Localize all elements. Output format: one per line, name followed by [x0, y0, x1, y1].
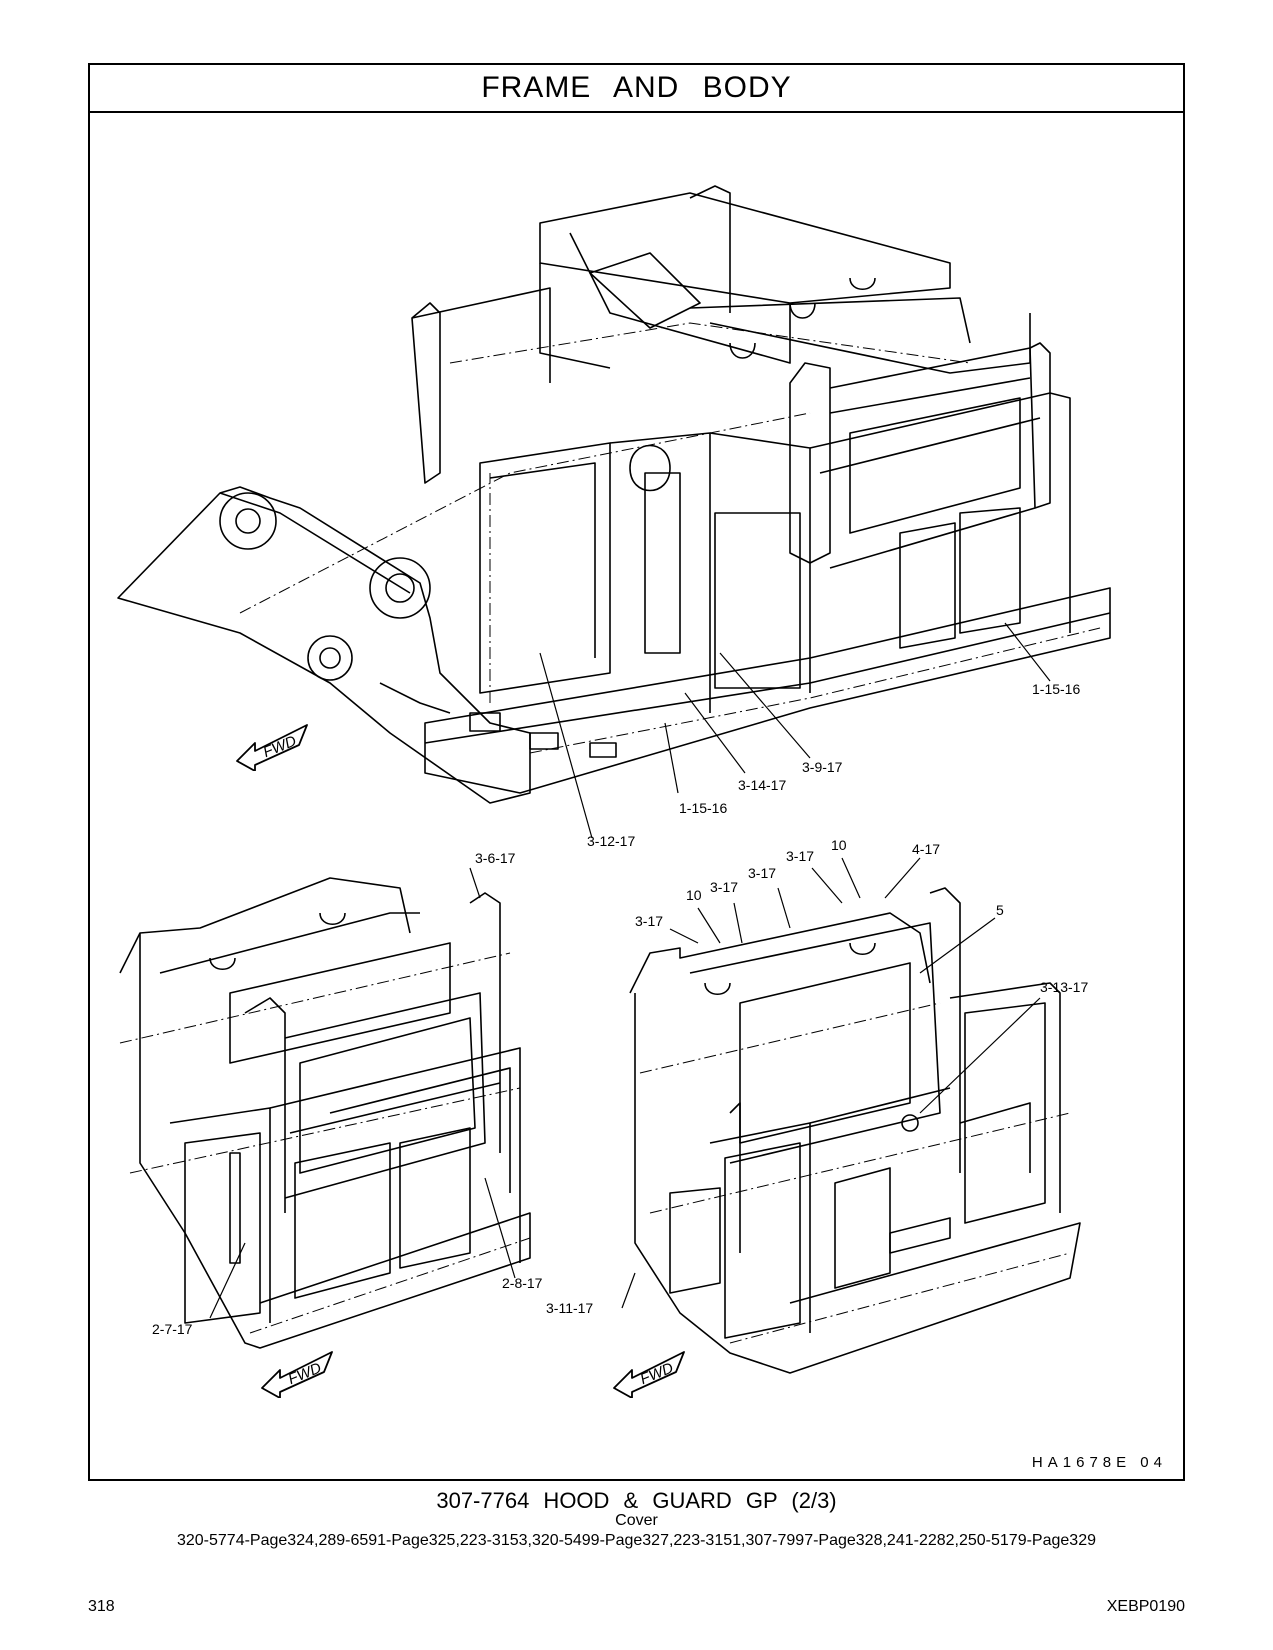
exploded-view-drawing	[117, 185, 1111, 1374]
callout-label: 3-12-17	[587, 833, 636, 849]
callout-label: 3-17	[786, 848, 815, 864]
callout-label: 10	[831, 837, 847, 853]
callout-label: 3-17	[748, 865, 777, 881]
callout-label: 3-14-17	[738, 777, 787, 793]
group-title: 307-7764 HOOD & GUARD GP (2/3)	[436, 1488, 837, 1513]
fwd-arrow-label: FWD	[638, 1359, 676, 1388]
fwd-arrow-icon: FWD	[236, 724, 308, 771]
callout-label: 2-7-17	[152, 1321, 193, 1337]
group-subtitle: Cover	[615, 1512, 658, 1529]
callout-label: 3-13-17	[1040, 979, 1089, 995]
callout-label: 3-17	[635, 913, 664, 929]
part-references: 320-5774-Page324,289-6591-Page325,223-31…	[176, 1532, 1096, 1549]
page-number: 318	[88, 1598, 115, 1615]
callout-label: 2-8-17	[502, 1275, 543, 1291]
fwd-arrow-icon: FWD	[613, 1351, 685, 1398]
callout-label: 3-11-17	[546, 1300, 594, 1316]
callout-label: 5	[996, 902, 1004, 918]
callout-label: 3-9-17	[802, 759, 843, 775]
fwd-arrow-label: FWD	[261, 732, 299, 761]
drawing-frame: FRAME AND BODY	[88, 63, 1185, 1481]
illustration-id: HA1678E 04	[1031, 1454, 1167, 1471]
document-code: XEBP0190	[1106, 1598, 1185, 1615]
callout-label: 1-15-16	[1032, 681, 1081, 697]
section-title: FRAME AND BODY	[90, 65, 1183, 113]
callout-label: 10	[686, 887, 702, 903]
callout-label: 1-15-16	[679, 800, 728, 816]
fwd-arrow-label: FWD	[286, 1359, 324, 1388]
fwd-arrow-icon: FWD	[261, 1351, 333, 1398]
callout-label: 4-17	[912, 841, 941, 857]
parts-illustration: FWD FWD FWD 1-15-16 3-9-17 3-14-17 1-15-…	[90, 113, 1183, 1479]
callout-label: 3-6-17	[475, 850, 516, 866]
callout-label: 3-17	[710, 879, 739, 895]
